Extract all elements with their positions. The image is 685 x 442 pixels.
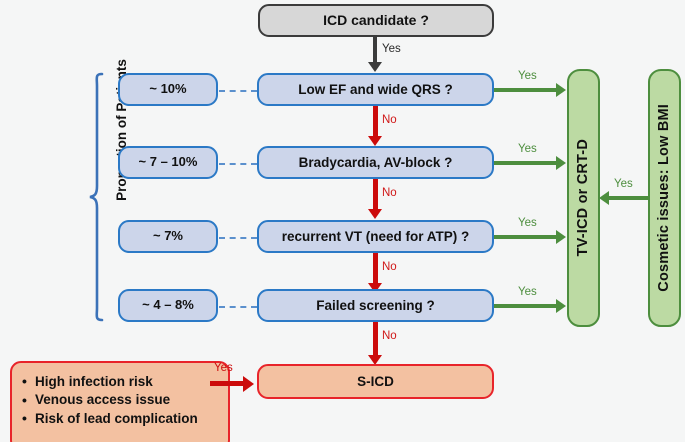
node-icd-candidate-label: ICD candidate ? — [323, 12, 429, 29]
no-arrow-label-3: No — [382, 261, 397, 273]
no-arrow-label-1: No — [382, 114, 397, 126]
node-decision-3-label: recurrent VT (need for ATP) ? — [281, 228, 470, 244]
risk-yes-arrow-head — [243, 376, 254, 392]
percent-box-1[interactable]: ~ 10% — [118, 73, 218, 106]
node-decision-3[interactable]: recurrent VT (need for ATP) ? — [257, 220, 494, 253]
node-icd-candidate[interactable]: ICD candidate ? — [258, 4, 494, 37]
entry-arrow-line — [373, 37, 377, 65]
cosmetic-arrow-head — [599, 191, 609, 205]
yes-arrow-head-2 — [556, 156, 566, 170]
yes-arrow-head-3 — [556, 230, 566, 244]
dash-connector-3 — [219, 237, 257, 239]
risk-item-1-label: High infection risk — [35, 373, 153, 389]
yes-arrow-line-1 — [494, 88, 558, 92]
percent-box-1-label: ~ 10% — [149, 81, 187, 97]
entry-arrow-label: Yes — [382, 43, 401, 55]
risk-yes-arrow-line — [210, 381, 247, 386]
risk-yes-arrow-label: Yes — [214, 362, 233, 374]
no-arrow-head-4 — [368, 355, 382, 365]
no-arrow-line-4 — [373, 322, 378, 360]
node-sicd[interactable]: S-ICD — [257, 364, 494, 399]
no-arrow-head-2 — [368, 209, 382, 219]
node-decision-2[interactable]: Bradycardia, AV-block ? — [257, 146, 494, 179]
bullet-icon: • — [22, 391, 27, 408]
node-decision-4-label: Failed screening ? — [316, 297, 435, 313]
yes-arrow-head-1 — [556, 83, 566, 97]
risk-item-3-label: Risk of lead complication — [35, 410, 198, 426]
node-cosmetic-issues[interactable]: Cosmetic issues: Low BMI — [648, 69, 681, 327]
node-decision-4[interactable]: Failed screening ? — [257, 289, 494, 322]
percent-box-2-label: ~ 7 – 10% — [138, 154, 198, 170]
bullet-icon: • — [22, 410, 27, 426]
no-arrow-head-1 — [368, 136, 382, 146]
percent-box-3[interactable]: ~ 7% — [118, 220, 218, 253]
no-arrow-label-2: No — [382, 187, 397, 199]
node-decision-2-label: Bradycardia, AV-block ? — [298, 154, 453, 170]
yes-arrow-head-4 — [556, 299, 566, 313]
dash-connector-2 — [219, 163, 257, 165]
percent-box-3-label: ~ 7% — [153, 228, 183, 244]
no-arrow-line-2 — [373, 179, 378, 214]
cosmetic-arrow-line — [608, 196, 649, 200]
no-arrow-line-1 — [373, 106, 378, 141]
entry-arrow-head — [368, 62, 382, 72]
yes-arrow-label-4: Yes — [518, 286, 537, 298]
no-arrow-label-4: No — [382, 330, 397, 342]
percent-box-2[interactable]: ~ 7 – 10% — [118, 146, 218, 179]
risk-item-2-label: Venous access issue — [35, 392, 171, 407]
node-tvicd-crtd[interactable]: TV-ICD or CRT-D — [567, 69, 600, 327]
list-item: • High infection risk — [22, 374, 222, 389]
node-decision-1-label: Low EF and wide QRS ? — [298, 81, 453, 97]
yes-arrow-label-2: Yes — [518, 143, 537, 155]
node-tvicd-crtd-label: TV-ICD or CRT-D — [575, 139, 592, 257]
no-arrow-head-3 — [368, 283, 382, 293]
yes-arrow-line-2 — [494, 161, 558, 165]
proportion-bracket — [88, 72, 104, 322]
percent-box-4[interactable]: ~ 4 – 8% — [118, 289, 218, 322]
no-arrow-line-3 — [373, 253, 378, 288]
risk-factors-box[interactable]: • High infection risk • Venous access is… — [10, 361, 230, 442]
node-cosmetic-issues-label: Cosmetic issues: Low BMI — [656, 104, 673, 292]
bullet-icon: • — [22, 373, 27, 389]
dash-connector-1 — [219, 90, 257, 92]
node-decision-1[interactable]: Low EF and wide QRS ? — [257, 73, 494, 106]
cosmetic-arrow-label: Yes — [614, 178, 633, 190]
list-item: • Risk of lead complication — [22, 411, 222, 426]
yes-arrow-line-4 — [494, 304, 558, 308]
percent-box-4-label: ~ 4 – 8% — [142, 297, 194, 313]
yes-arrow-label-1: Yes — [518, 70, 537, 82]
list-item: • Venous access issue — [22, 392, 222, 407]
dash-connector-4 — [219, 306, 257, 308]
yes-arrow-line-3 — [494, 235, 558, 239]
yes-arrow-label-3: Yes — [518, 217, 537, 229]
node-sicd-label: S-ICD — [357, 373, 394, 389]
